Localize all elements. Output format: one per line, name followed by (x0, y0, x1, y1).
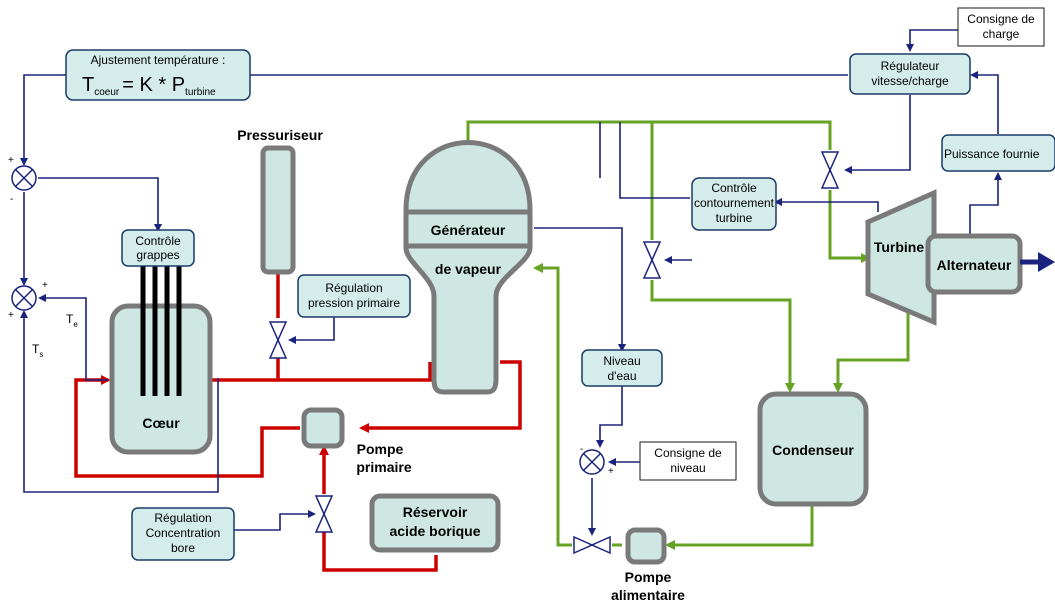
valve-boric-icon (314, 495, 334, 533)
sign-plus-4: + (608, 466, 614, 477)
load-setpoint-label-1: Consigne de (967, 12, 1035, 26)
reactor-core (109, 303, 213, 455)
grappes-label-1: Contrôle (135, 234, 181, 248)
pressurizer-vessel (260, 145, 296, 275)
sign-minus-1: - (10, 194, 13, 205)
boric-tank-label-2: acide borique (389, 523, 480, 539)
temp-formula: Tcoeur= K * Pturbine (82, 74, 216, 98)
feed-pump-label-2: alimentaire (611, 587, 685, 603)
pressure-reg-label-1: Régulation (325, 281, 382, 295)
grappes-label-2: grappes (136, 248, 179, 262)
secondary-loop (466, 120, 910, 550)
steam-generator-label-2: de vapeur (435, 261, 502, 277)
bypass-label-2: contournement (694, 196, 775, 210)
load-setpoint-label-2: charge (983, 27, 1020, 41)
boron-regulation-box: Régulation Concentration bore (131, 507, 235, 561)
core-label: Cœur (142, 415, 180, 431)
turbine-label: Turbine (874, 239, 925, 255)
sign-plus-3: + (8, 310, 14, 321)
condenser (757, 391, 869, 507)
boron-reg-label-1: Régulation (154, 511, 211, 525)
level-setpoint-label-2: niveau (670, 461, 705, 475)
primary-pump-label-2: primaire (356, 459, 411, 475)
level-setpoint-label-1: Consigne de (654, 446, 722, 460)
valve-turbine-admission-icon (820, 151, 840, 189)
boric-tank-label-1: Réservoir (403, 504, 468, 520)
regulator-label-1: Régulateur (881, 59, 940, 73)
primary-pump-label-1: Pompe (357, 441, 404, 457)
pressure-reg-label-2: pression primaire (308, 296, 400, 310)
load-setpoint-box: Consigne de charge (957, 7, 1045, 47)
valve-pressurizer-icon (268, 321, 288, 359)
steam-generator-label: Générateur (431, 222, 506, 238)
bypass-control-box: Contrôle contournement turbine (691, 177, 777, 231)
primary-loop (74, 272, 522, 572)
feed-pump (625, 527, 667, 565)
speed-load-regulator-box: Régulateur vitesse/charge (849, 53, 971, 95)
power-output-arrow-icon (1038, 252, 1055, 272)
power-output-box: Puissance fournie (941, 134, 1055, 172)
summing-junction-bottom-icon (11, 285, 37, 311)
valve-feedwater-icon (573, 535, 611, 555)
pressurizer-label: Pressuriseur (237, 127, 323, 143)
condenser-label: Condenseur (772, 442, 854, 458)
sign-plus-2: + (42, 280, 48, 291)
water-level-box: Niveau d'eau (581, 349, 663, 387)
te-label: Te (66, 312, 78, 329)
feed-pump-label-1: Pompe (625, 569, 672, 585)
ts-label: Ts (32, 342, 43, 359)
boron-reg-label-2: Concentration (146, 526, 221, 540)
valve-bypass-icon (642, 241, 662, 279)
power-output-label: Puissance fournie (944, 147, 1040, 161)
steam-generator (403, 140, 533, 395)
water-level-label-1: Niveau (603, 354, 640, 368)
turbine (865, 189, 937, 326)
summing-junction-top-icon (11, 165, 37, 191)
pressure-regulation-box: Régulation pression primaire (297, 274, 411, 318)
sign-minus-2: - (580, 444, 583, 455)
control-rods-box: Contrôle grappes (121, 229, 195, 267)
regulator-label-2: vitesse/charge (871, 74, 949, 88)
control-rods (140, 262, 182, 396)
water-level-label-2: d'eau (608, 369, 637, 383)
level-setpoint-box: Consigne de niveau (639, 441, 737, 481)
primary-pump (301, 407, 345, 449)
sign-plus-1: + (8, 155, 14, 166)
bypass-label-1: Contrôle (711, 181, 757, 195)
temp-adjust-box: Ajustement température : Tcoeur= K * Ptu… (65, 49, 251, 101)
boron-reg-label-3: bore (171, 541, 195, 555)
bypass-label-3: turbine (716, 211, 753, 225)
control-lines (20, 29, 1002, 536)
temp-adjust-title: Ajustement température : (91, 53, 226, 67)
summing-junction-level-icon (579, 449, 605, 475)
boric-acid-tank (369, 493, 501, 553)
alternator-label: Alternateur (937, 257, 1012, 273)
